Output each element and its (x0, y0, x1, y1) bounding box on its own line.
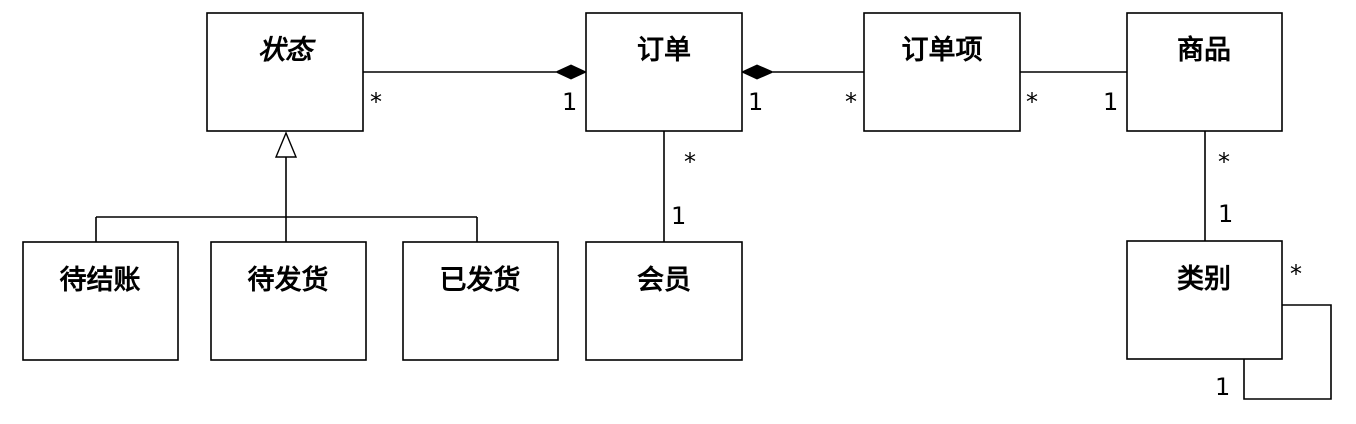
multiplicity-label: * (1218, 148, 1230, 176)
generalization-arrowhead (274, 131, 298, 158)
multiplicity-label: * (370, 88, 382, 116)
multiplicity-label: 1 (1103, 88, 1118, 116)
class-status: 状态 (206, 12, 364, 132)
multiplicity-label: 1 (562, 88, 577, 116)
class-order-item: 订单项 (863, 12, 1021, 132)
class-name: 状态 (258, 35, 316, 66)
class-pending-checkout: 待结账 (22, 241, 179, 361)
order-orderitem-composition-diamond (740, 64, 775, 80)
multiplicity-label: * (1290, 260, 1302, 288)
class-name: 商品 (1177, 35, 1231, 66)
class-name: 订单项 (902, 35, 983, 66)
class-order: 订单 (585, 12, 743, 132)
multiplicity-label: * (845, 88, 857, 116)
multiplicity-label: * (1026, 88, 1038, 116)
multiplicity-label: 1 (671, 202, 686, 230)
class-shipped: 已发货 (402, 241, 559, 361)
class-member: 会员 (585, 241, 743, 361)
class-name: 待结账 (60, 265, 141, 296)
class-pending-shipment: 待发货 (210, 241, 367, 361)
multiplicity-label: * (684, 148, 696, 176)
class-name: 订单 (637, 35, 691, 66)
status-order-composition-diamond (554, 64, 588, 80)
multiplicity-label: 1 (748, 88, 763, 116)
class-name: 类别 (1177, 264, 1231, 295)
multiplicity-label: 1 (1215, 373, 1230, 401)
class-name: 待发货 (248, 264, 329, 296)
multiplicity-label: 1 (1218, 200, 1233, 228)
category-self-association (1243, 304, 1332, 400)
class-category: 类别 (1126, 240, 1283, 360)
class-name: 已发货 (440, 264, 521, 296)
class-name: 会员 (637, 265, 691, 296)
class-product: 商品 (1126, 12, 1283, 132)
